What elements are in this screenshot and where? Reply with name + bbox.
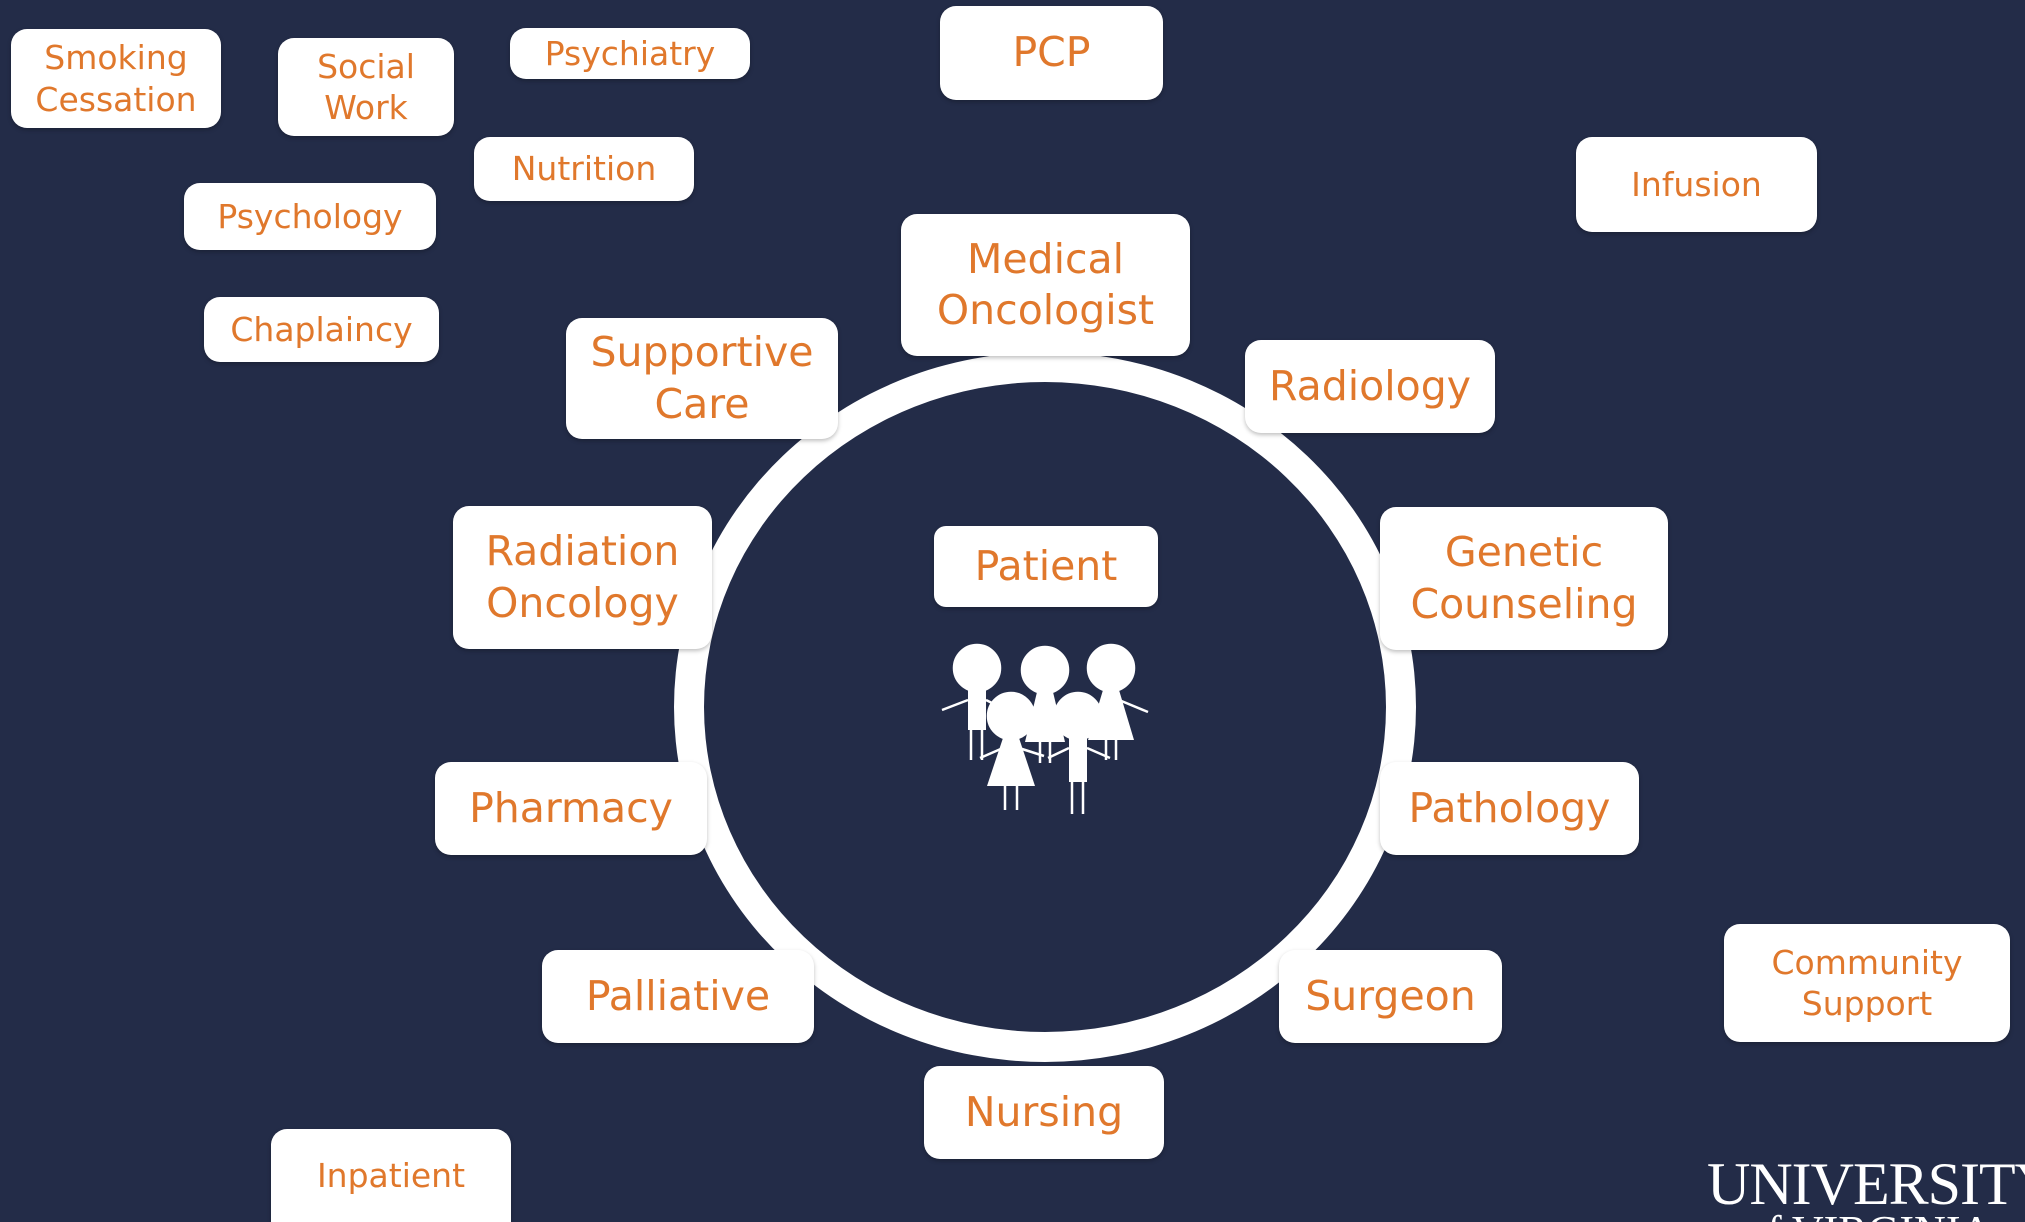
community-support-box: Community Support	[1724, 924, 2010, 1042]
nutrition-box: Nutrition	[474, 137, 694, 201]
pathology-box: Pathology	[1380, 762, 1639, 855]
social-work-box: Social Work	[278, 38, 454, 136]
radiation-oncology-box: Radiation Oncology	[453, 506, 712, 649]
pcp-box: PCP	[940, 6, 1163, 100]
nursing-box: Nursing	[924, 1066, 1164, 1159]
genetic-counseling-box: Genetic Counseling	[1380, 507, 1668, 650]
radiology-box: Radiology	[1245, 340, 1495, 433]
pharmacy-box: Pharmacy	[435, 762, 707, 855]
patient-box: Patient	[934, 526, 1158, 607]
chaplaincy-box: Chaplaincy	[204, 297, 439, 362]
surgeon-box: Surgeon	[1279, 950, 1502, 1043]
psychology-box: Psychology	[184, 183, 436, 250]
medical-oncologist-box: Medical Oncologist	[901, 214, 1190, 356]
smoking-cessation-box: Smoking Cessation	[11, 29, 221, 128]
inpatient-box: Inpatient	[271, 1129, 511, 1222]
family-icon	[941, 643, 1149, 814]
supportive-care-box: Supportive Care	[566, 318, 838, 439]
university-logo: UNIVERSITY of VIRGINIA	[1707, 1151, 2025, 1222]
infusion-box: Infusion	[1576, 137, 1817, 232]
psychiatry-box: Psychiatry	[510, 28, 750, 79]
palliative-box: Palliative	[542, 950, 814, 1043]
